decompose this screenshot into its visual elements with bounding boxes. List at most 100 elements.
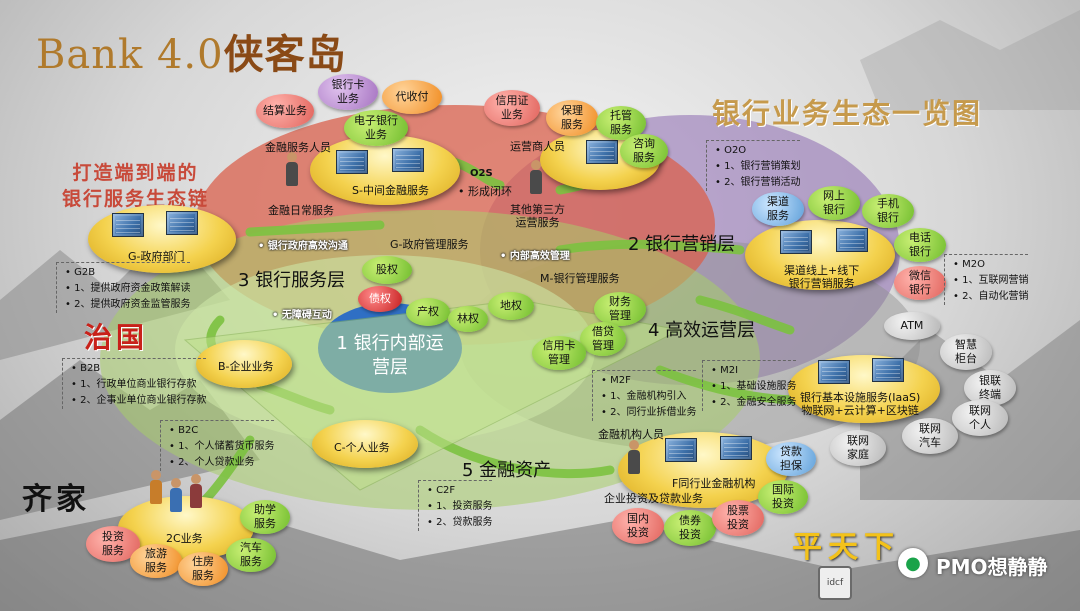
infrastructure-hub	[788, 355, 940, 423]
finance-mgmt-bubble: 财务管理	[594, 292, 646, 326]
flow-gov-comm: • 银行政府高效沟通	[258, 241, 348, 252]
info-c2f: • C2F • 1、投资服务 • 2、贷款服务	[418, 480, 493, 531]
iot-person-bubble: 联网个人	[952, 400, 1008, 436]
bank-card-bubble: 银行卡业务	[318, 74, 378, 110]
operator-people: 运营商人员	[510, 140, 565, 153]
consult-bubble: 咨询服务	[620, 134, 668, 168]
person-figure	[628, 440, 640, 474]
mobile-bank-bubble: 手机银行	[862, 194, 914, 228]
car-service-bubble: 汽车服务	[226, 538, 276, 572]
info-m2o: • M2O • 1、互联网营销 • 2、自动化营销	[944, 254, 1029, 305]
smart-counter-bubble: 智慧柜台	[940, 334, 992, 370]
loan-guarantee-bubble: 贷款担保	[766, 442, 816, 476]
building-icon	[392, 148, 424, 172]
flow-o2s: O2S	[470, 168, 493, 179]
layer-2-marketing: 2 银行营销层	[628, 234, 736, 255]
online-bank-bubble: 网上银行	[808, 186, 860, 220]
s-hub-daily: 金融日常服务	[268, 204, 334, 217]
wechat-bank-bubble: 微信银行	[894, 266, 946, 300]
travel-bubble: 旅游服务	[130, 544, 182, 578]
person-figure	[286, 152, 298, 186]
person-figure	[150, 470, 162, 504]
building-icon	[112, 213, 144, 237]
info-g2b: • G2B • 1、提供政府资金政策解读 • 2、提供政府资金监管服务	[56, 262, 191, 313]
g-management-service: G-政府管理服务	[390, 238, 469, 251]
two-c-label: 2C业务	[166, 532, 203, 545]
flow-internal: • 内部高效管理	[500, 251, 570, 262]
s-hub-label: S-中间金融服务	[352, 184, 429, 197]
pingtianxia-slogan: 平天下	[792, 530, 900, 565]
b-enterprise-label: B-企业业务	[218, 360, 274, 373]
financial-institutions-people: 金融机构人员	[598, 428, 664, 441]
iot-home-bubble: 联网家庭	[830, 430, 886, 466]
collect-pay-bubble: 代收付	[382, 80, 442, 114]
qijia-slogan: 齐家	[22, 482, 90, 517]
channel-hub-label: 渠道线上+线下银行营销服务	[784, 264, 860, 290]
info-o2o: • O2O • 1、银行营销策划 • 2、银行营销活动	[706, 140, 801, 191]
building-icon	[780, 230, 812, 254]
phone-bank-bubble: 电话银行	[894, 228, 946, 262]
end-to-end-banner: 打造端到端的 银行服务生态链	[62, 162, 210, 210]
intl-invest-bubble: 国际投资	[758, 480, 808, 514]
info-m2i: • M2I • 1、基础设施服务 • 2、金融安全服务	[702, 360, 797, 411]
person-figure	[190, 474, 202, 508]
building-icon	[872, 358, 904, 382]
building-icon	[166, 211, 198, 235]
zhiguo-slogan: 治国	[84, 321, 149, 354]
building-icon	[818, 360, 850, 384]
flow-barrier-free: • 无障碍互动	[272, 310, 332, 321]
layer-4-efficient-ops: 4 高效运营层	[648, 320, 756, 341]
info-b2c: • B2C • 1、个人储蓄货币服务 • 2、个人贷款业务	[160, 420, 275, 471]
b-enterprise-node	[196, 340, 292, 388]
page-title: Bank 4.0侠客岛	[36, 31, 347, 78]
settlement-bubble: 结算业务	[256, 94, 314, 128]
third-party-ops: 其他第三方运营服务	[510, 203, 565, 229]
building-icon	[720, 436, 752, 460]
building-icon	[665, 438, 697, 462]
channel-hub	[745, 220, 895, 290]
education-bubble: 助学服务	[240, 500, 290, 534]
atm-bubble: ATM	[884, 312, 940, 340]
debt-bubble: 债权	[358, 286, 402, 312]
domestic-invest-bubble: 国内投资	[612, 508, 664, 544]
c-person-node	[312, 420, 418, 468]
letter-of-credit-bubble: 信用证业务	[484, 90, 540, 126]
forest-bubble: 林权	[448, 306, 488, 332]
watermark-text: PMO想静静	[936, 555, 1048, 579]
housing-bubble: 住房服务	[178, 552, 228, 586]
flow-closed-loop: • 形成闭环	[458, 185, 512, 198]
channel-service-bubble: 渠道服务	[752, 192, 804, 226]
invest-service-bubble: 投资服务	[86, 526, 140, 562]
layer-3-service: 3 银行服务层	[238, 270, 346, 291]
land-bubble: 地权	[488, 292, 534, 320]
m-management-service: M-银行管理服务	[540, 272, 620, 285]
layer-5-financial-assets: 5 金融资产	[462, 460, 552, 481]
loan-mgmt-bubble: 借贷管理	[580, 322, 626, 356]
property-bubble: 产权	[406, 298, 450, 326]
g-hub-label: G-政府部门	[128, 250, 185, 263]
c-person-label: C-个人业务	[334, 441, 390, 454]
building-icon	[336, 150, 368, 174]
equity-bubble: 股权	[362, 256, 412, 284]
building-icon	[836, 228, 868, 252]
iot-car-bubble: 联网汽车	[902, 418, 958, 454]
stock-invest-bubble: 股票投资	[712, 500, 764, 536]
bond-invest-bubble: 债券投资	[664, 510, 716, 546]
s-hub-people: 金融服务人员	[265, 141, 331, 154]
idcf-logo: idcf	[818, 566, 852, 600]
f-hub-biz: 企业投资及贷款业务	[604, 492, 703, 505]
building-icon	[586, 140, 618, 164]
layer-1-internal-ops: 1 银行内部运营层	[336, 333, 444, 378]
factoring-bubble: 保理服务	[546, 100, 598, 136]
ecosystem-overview-banner: 银行业务生态一览图	[712, 97, 983, 130]
wechat-icon: ●	[898, 548, 928, 578]
f-hub-label: F同行业金融机构	[672, 477, 756, 490]
s-hub	[310, 135, 460, 205]
custody-bubble: 托管服务	[596, 106, 646, 140]
credit-card-mgmt-bubble: 信用卡管理	[532, 336, 586, 370]
ebank-bubble: 电子银行业务	[344, 110, 408, 146]
person-figure	[170, 478, 182, 512]
person-figure	[530, 160, 542, 194]
info-m2f: • M2F • 1、金融机构引入 • 2、同行业拆借业务	[592, 370, 697, 421]
